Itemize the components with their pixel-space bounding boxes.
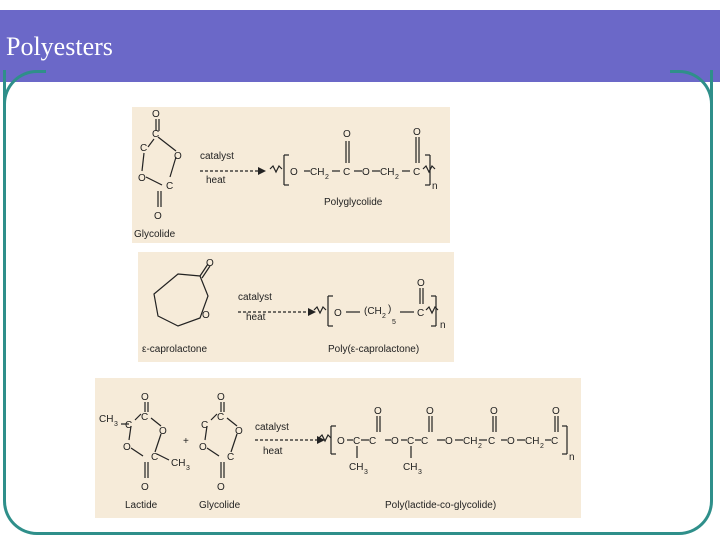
condition-heat: heat bbox=[246, 312, 266, 323]
svg-text:CH: CH bbox=[463, 436, 477, 447]
svg-text:O: O bbox=[343, 129, 351, 140]
monomer-label: Glycolide bbox=[134, 229, 176, 240]
svg-text:C: C bbox=[140, 143, 147, 154]
svg-text:O: O bbox=[154, 211, 162, 222]
polycaprolactone-reaction-diagram: O O O (CH 2 ) 5 O C n catalyst heat ε-ca… bbox=[142, 258, 446, 355]
condition-heat: heat bbox=[206, 175, 226, 186]
svg-text:O: O bbox=[391, 436, 399, 447]
svg-text:C: C bbox=[353, 436, 360, 447]
monomer-label-glycolide: Glycolide bbox=[199, 500, 241, 511]
svg-text:O: O bbox=[290, 167, 298, 178]
svg-text:C: C bbox=[201, 420, 208, 431]
title-bar bbox=[0, 10, 720, 82]
svg-text:CH: CH bbox=[525, 436, 539, 447]
condition-catalyst: catalyst bbox=[238, 292, 272, 303]
monomer-label-lactide: Lactide bbox=[125, 500, 158, 511]
svg-text:O: O bbox=[206, 258, 214, 269]
svg-text:O: O bbox=[235, 426, 243, 437]
polymer-label: Poly(lactide-co-glycolide) bbox=[385, 500, 496, 511]
svg-text:O: O bbox=[552, 406, 560, 417]
svg-text:O: O bbox=[159, 426, 167, 437]
chain-group: (CH bbox=[364, 306, 382, 317]
repeat-subscript: n bbox=[440, 320, 446, 331]
svg-text:CH: CH bbox=[380, 167, 394, 178]
svg-text:C: C bbox=[166, 181, 173, 192]
reaction-arrow-head bbox=[258, 167, 266, 175]
svg-text:): ) bbox=[388, 304, 391, 315]
condition-heat: heat bbox=[263, 446, 283, 457]
svg-text:2: 2 bbox=[540, 443, 544, 450]
svg-text:O: O bbox=[174, 151, 182, 162]
svg-text:O: O bbox=[337, 436, 345, 447]
svg-text:O: O bbox=[202, 310, 210, 321]
svg-text:O: O bbox=[138, 173, 146, 184]
svg-text:O: O bbox=[413, 127, 421, 138]
svg-text:CH: CH bbox=[349, 462, 363, 473]
repeat-subscript: n bbox=[432, 181, 438, 192]
svg-text:O: O bbox=[374, 406, 382, 417]
svg-text:C: C bbox=[413, 167, 420, 178]
polymer-label: Poly(ε-caprolactone) bbox=[328, 344, 419, 355]
plus-sign: + bbox=[183, 436, 189, 447]
condition-catalyst: catalyst bbox=[255, 422, 289, 433]
repeat-subscript: n bbox=[569, 452, 575, 463]
reaction-arrow-head bbox=[317, 436, 325, 444]
reaction-arrow-head bbox=[308, 308, 316, 316]
svg-text:C: C bbox=[151, 452, 158, 463]
svg-text:O: O bbox=[507, 436, 515, 447]
svg-text:3: 3 bbox=[186, 465, 190, 472]
svg-text:O: O bbox=[141, 482, 149, 493]
svg-text:C: C bbox=[125, 420, 132, 431]
svg-text:3: 3 bbox=[418, 469, 422, 476]
monomer-label: ε-caprolactone bbox=[142, 344, 207, 355]
svg-text:C: C bbox=[417, 308, 424, 319]
svg-text:O: O bbox=[141, 392, 149, 403]
svg-text:2: 2 bbox=[478, 443, 482, 450]
slide-title: Polyesters bbox=[6, 32, 113, 61]
svg-text:C: C bbox=[152, 129, 159, 140]
svg-text:C: C bbox=[141, 412, 148, 423]
svg-text:C: C bbox=[421, 436, 428, 447]
svg-text:CH: CH bbox=[99, 414, 113, 425]
frame-corner-left bbox=[3, 70, 46, 113]
svg-text:2: 2 bbox=[395, 174, 399, 181]
svg-text:O: O bbox=[426, 406, 434, 417]
svg-text:O: O bbox=[217, 392, 225, 403]
svg-text:CH: CH bbox=[403, 462, 417, 473]
svg-text:2: 2 bbox=[382, 313, 386, 320]
svg-text:O: O bbox=[490, 406, 498, 417]
svg-text:3: 3 bbox=[114, 421, 118, 428]
slide-frame bbox=[3, 70, 713, 535]
svg-text:C: C bbox=[369, 436, 376, 447]
svg-text:C: C bbox=[343, 167, 350, 178]
svg-text:C: C bbox=[488, 436, 495, 447]
svg-text:O: O bbox=[417, 278, 425, 289]
svg-text:CH: CH bbox=[310, 167, 324, 178]
svg-text:3: 3 bbox=[364, 469, 368, 476]
svg-text:C: C bbox=[551, 436, 558, 447]
svg-text:O: O bbox=[152, 109, 160, 120]
svg-text:O: O bbox=[199, 442, 207, 453]
condition-catalyst: catalyst bbox=[200, 151, 234, 162]
svg-text:O: O bbox=[362, 167, 370, 178]
svg-text:5: 5 bbox=[392, 319, 396, 326]
svg-text:C: C bbox=[217, 412, 224, 423]
svg-text:C: C bbox=[227, 452, 234, 463]
polymer-label: Polyglycolide bbox=[324, 197, 383, 208]
svg-text:O: O bbox=[217, 482, 225, 493]
svg-text:C: C bbox=[407, 436, 414, 447]
svg-text:O: O bbox=[445, 436, 453, 447]
svg-text:O: O bbox=[334, 308, 342, 319]
svg-text:O: O bbox=[123, 442, 131, 453]
svg-text:CH: CH bbox=[171, 458, 185, 469]
svg-text:2: 2 bbox=[325, 174, 329, 181]
reaction-panel-polycaprolactone: O O O (CH 2 ) 5 O C n catalyst heat ε-ca… bbox=[138, 252, 454, 362]
